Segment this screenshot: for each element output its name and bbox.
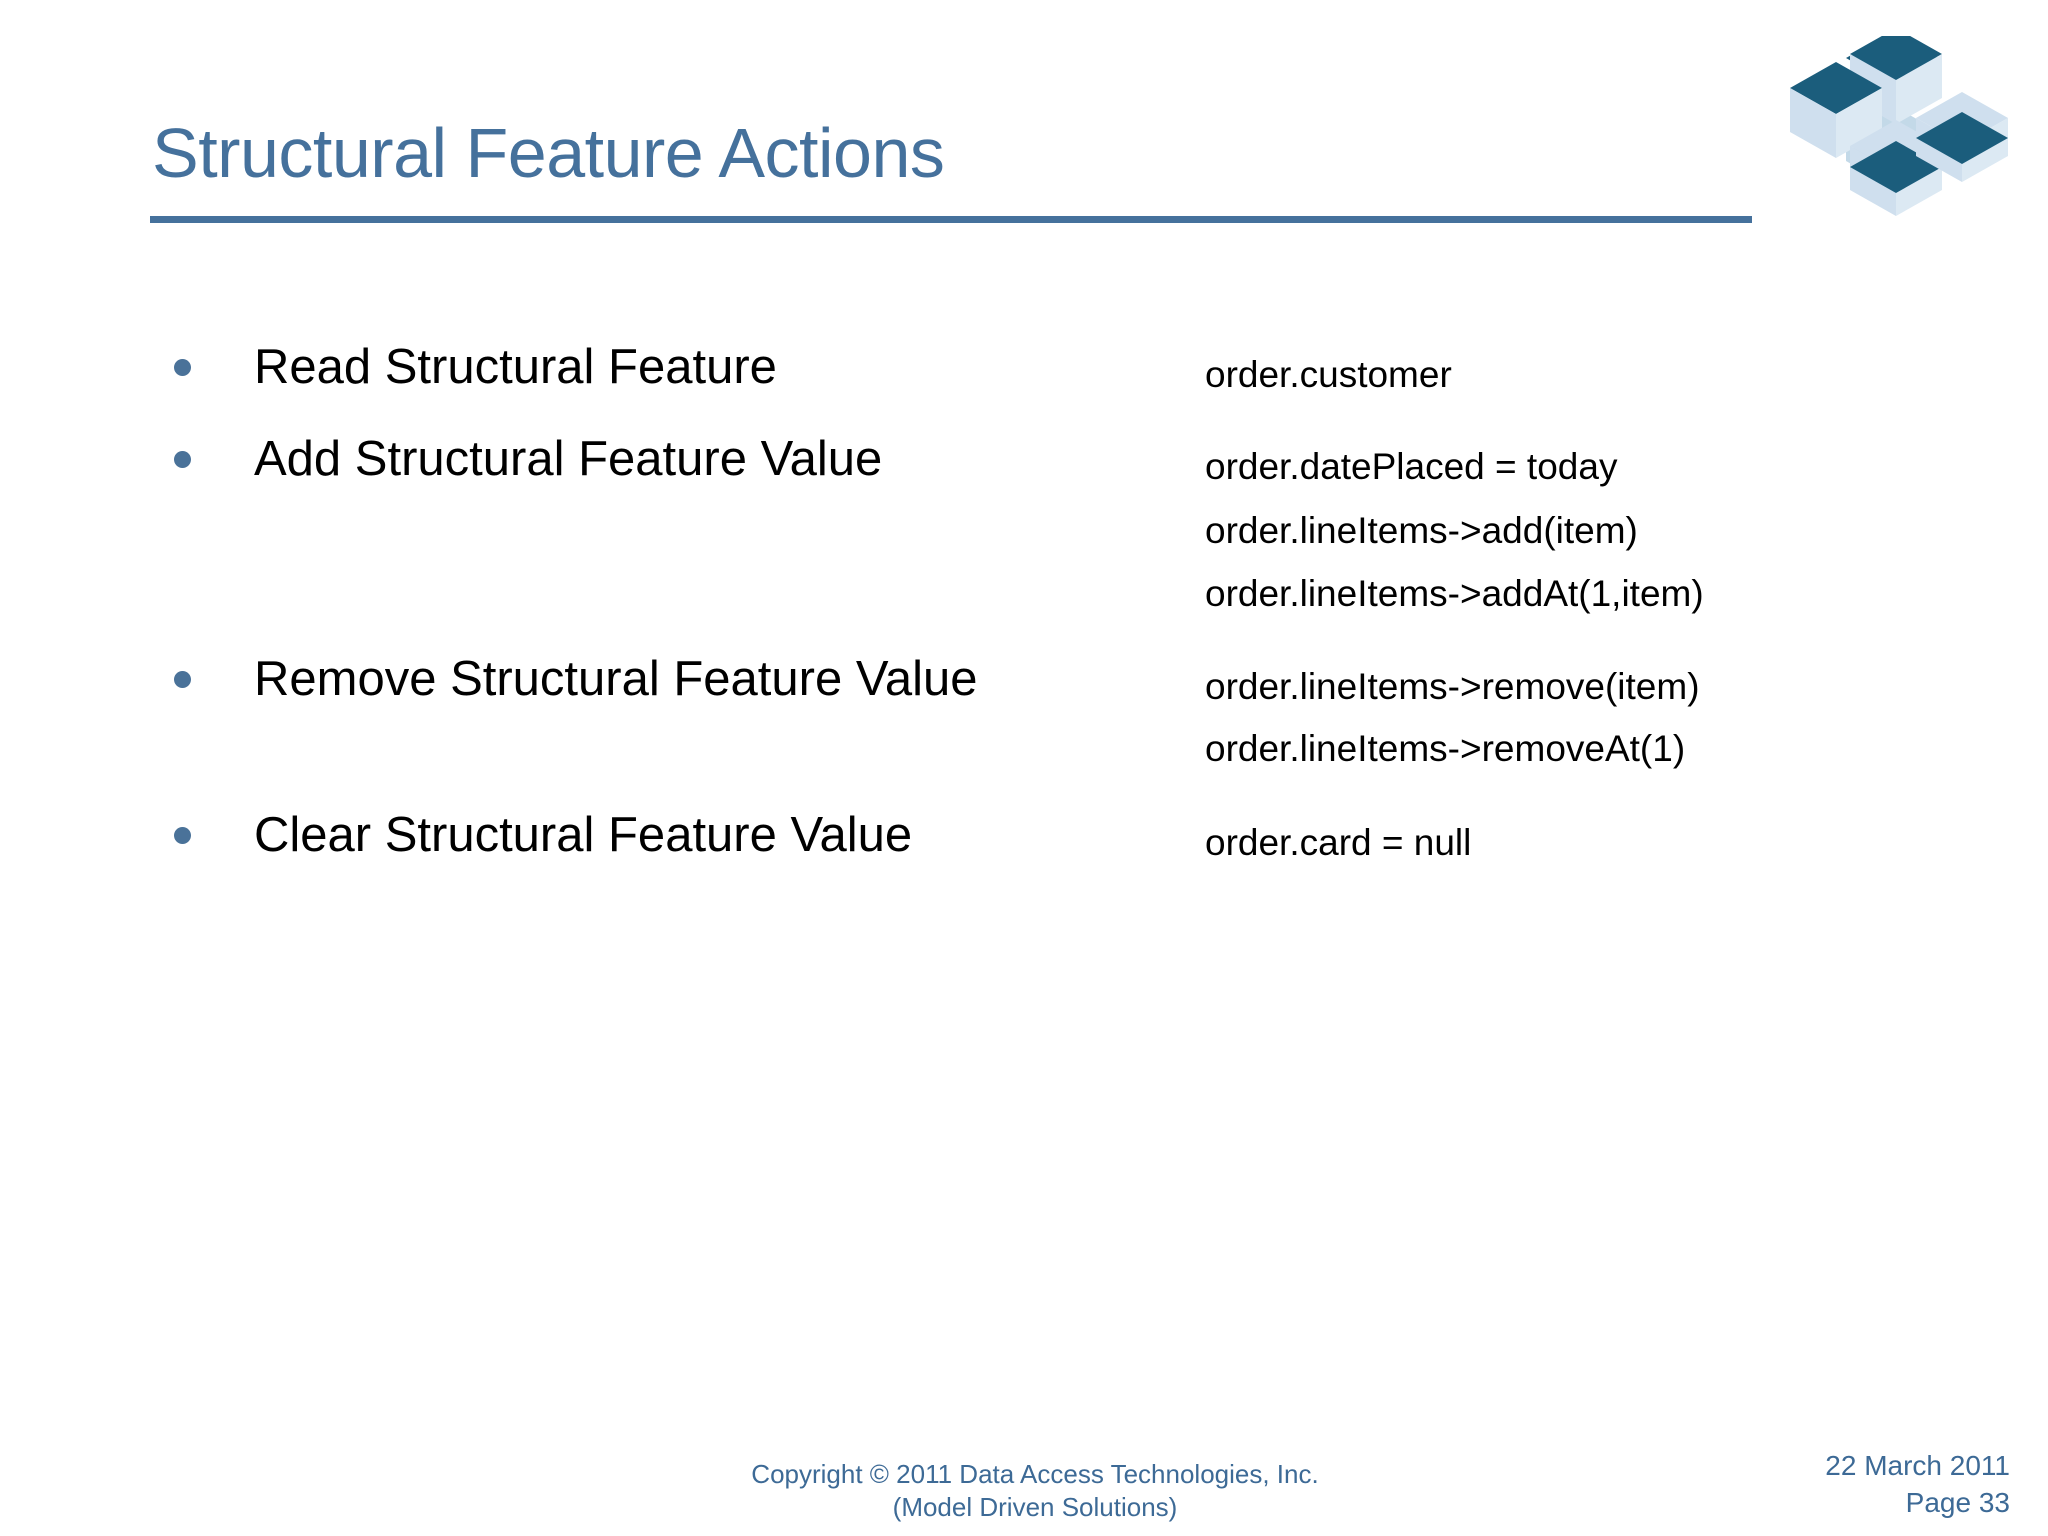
bullet-marker bbox=[174, 671, 191, 688]
feature-label: Remove Structural Feature Value bbox=[254, 652, 978, 706]
title-underline-rule bbox=[150, 216, 1752, 223]
bullet-marker bbox=[174, 827, 191, 844]
code-expression: order.lineItems->addAt(1,item) bbox=[1205, 573, 1704, 614]
code-expression: order.lineItems->remove(item) bbox=[1205, 666, 1700, 707]
code-expression: order.lineItems->add(item) bbox=[1205, 510, 1638, 551]
copyright-line-2: (Model Driven Solutions) bbox=[892, 1492, 1178, 1523]
company-logo bbox=[1788, 28, 2016, 216]
isometric-blocks-logo-icon bbox=[1790, 28, 2008, 216]
page-number: Page 33 bbox=[1905, 1486, 2010, 1518]
footer-meta: 22 March 2011 Page 33 bbox=[1825, 1448, 2010, 1522]
page-title: Structural Feature Actions bbox=[152, 114, 945, 192]
slide-date: 22 March 2011 bbox=[1825, 1450, 2010, 1481]
copyright-line-1: Copyright © 2011 Data Access Technologie… bbox=[751, 1459, 1319, 1489]
feature-label: Clear Structural Feature Value bbox=[254, 808, 913, 862]
code-expression: order.datePlaced = today bbox=[1205, 446, 1618, 487]
code-expression: order.customer bbox=[1205, 354, 1452, 395]
code-expression: order.card = null bbox=[1205, 822, 1472, 863]
bullet-marker bbox=[174, 359, 191, 376]
code-expression: order.lineItems->removeAt(1) bbox=[1205, 728, 1686, 769]
bullet-marker bbox=[174, 451, 191, 468]
feature-label: Add Structural Feature Value bbox=[254, 432, 883, 486]
feature-label: Read Structural Feature bbox=[254, 340, 777, 394]
footer-copyright: Copyright © 2011 Data Access Technologie… bbox=[535, 1458, 1535, 1525]
